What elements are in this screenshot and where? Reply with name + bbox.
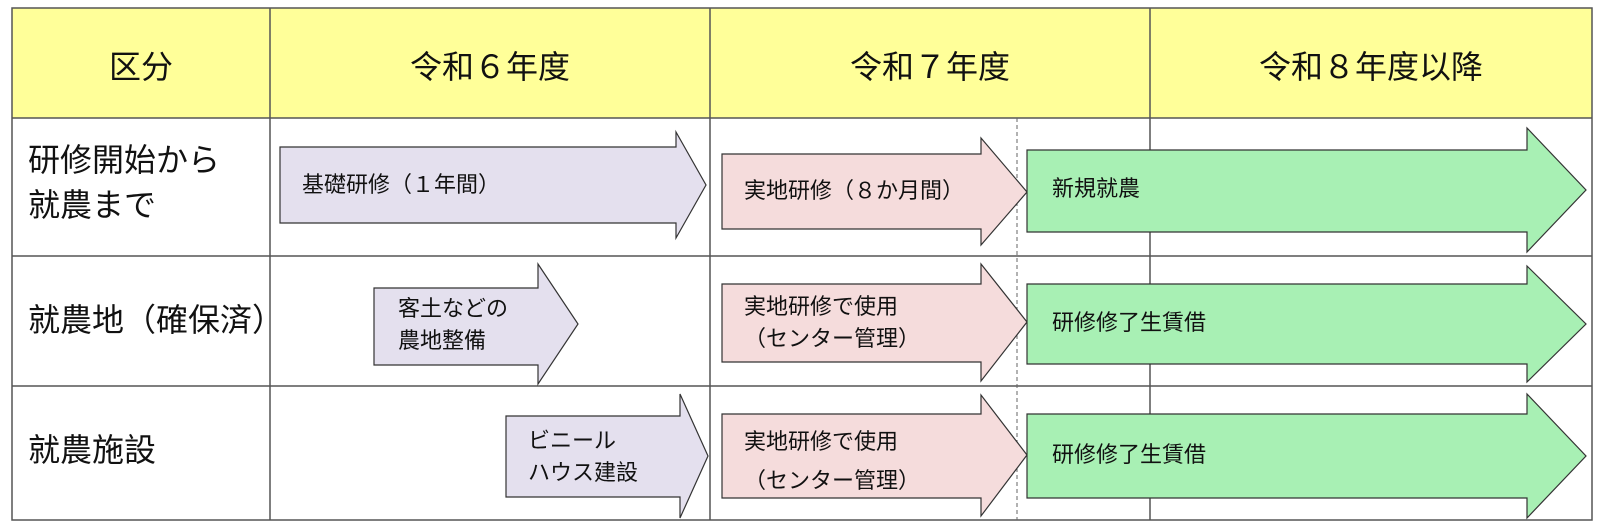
arrow-label-basic-training: 基礎研修（１年間）	[302, 173, 501, 198]
header-year-r7: 令和７年度	[849, 48, 1010, 86]
arrow-land-lease	[1026, 264, 1587, 384]
arrow-label-land-lease: 研修修了生賃借	[1052, 311, 1207, 336]
arrow-label-facility-lease: 研修修了生賃借	[1052, 443, 1207, 468]
arrow-basic-training	[279, 129, 707, 241]
arrow-label-facility-practical-use: 実地研修で使用 （センター管理）	[744, 430, 921, 494]
table-border	[11, 7, 1593, 521]
arrow-facility-practical-use	[721, 393, 1028, 518]
row-label-facilities: 就農施設	[28, 431, 157, 469]
arrow-label-new-farming: 新規就農	[1052, 177, 1141, 202]
arrow-greenhouse-construction	[505, 393, 709, 519]
arrow-land-practical-use	[721, 262, 1028, 383]
header-category: 区分	[108, 48, 173, 86]
arrow-label-practical-training: 実地研修（８か月間）	[744, 179, 965, 204]
header-background	[12, 8, 1592, 118]
arrow-facility-lease	[1026, 392, 1587, 520]
arrow-label-land-practical-use: 実地研修で使用 （センター管理）	[744, 295, 921, 352]
row-label-training-to-farming: 研修開始から 就農まで	[28, 141, 221, 224]
arrow-practical-training	[721, 136, 1028, 247]
row-label-farmland: 就農地（確保済）	[28, 301, 285, 339]
arrow-label-land-improvement: 客土などの 農地整備	[398, 297, 509, 354]
arrow-new-farming	[1026, 126, 1587, 254]
header-year-r6: 令和６年度	[409, 48, 570, 86]
arrow-label-greenhouse-construction: ビニール ハウス建設	[528, 429, 639, 486]
header-year-r8-onward: 令和８年度以降	[1258, 48, 1483, 86]
arrow-land-improvement	[373, 262, 579, 386]
